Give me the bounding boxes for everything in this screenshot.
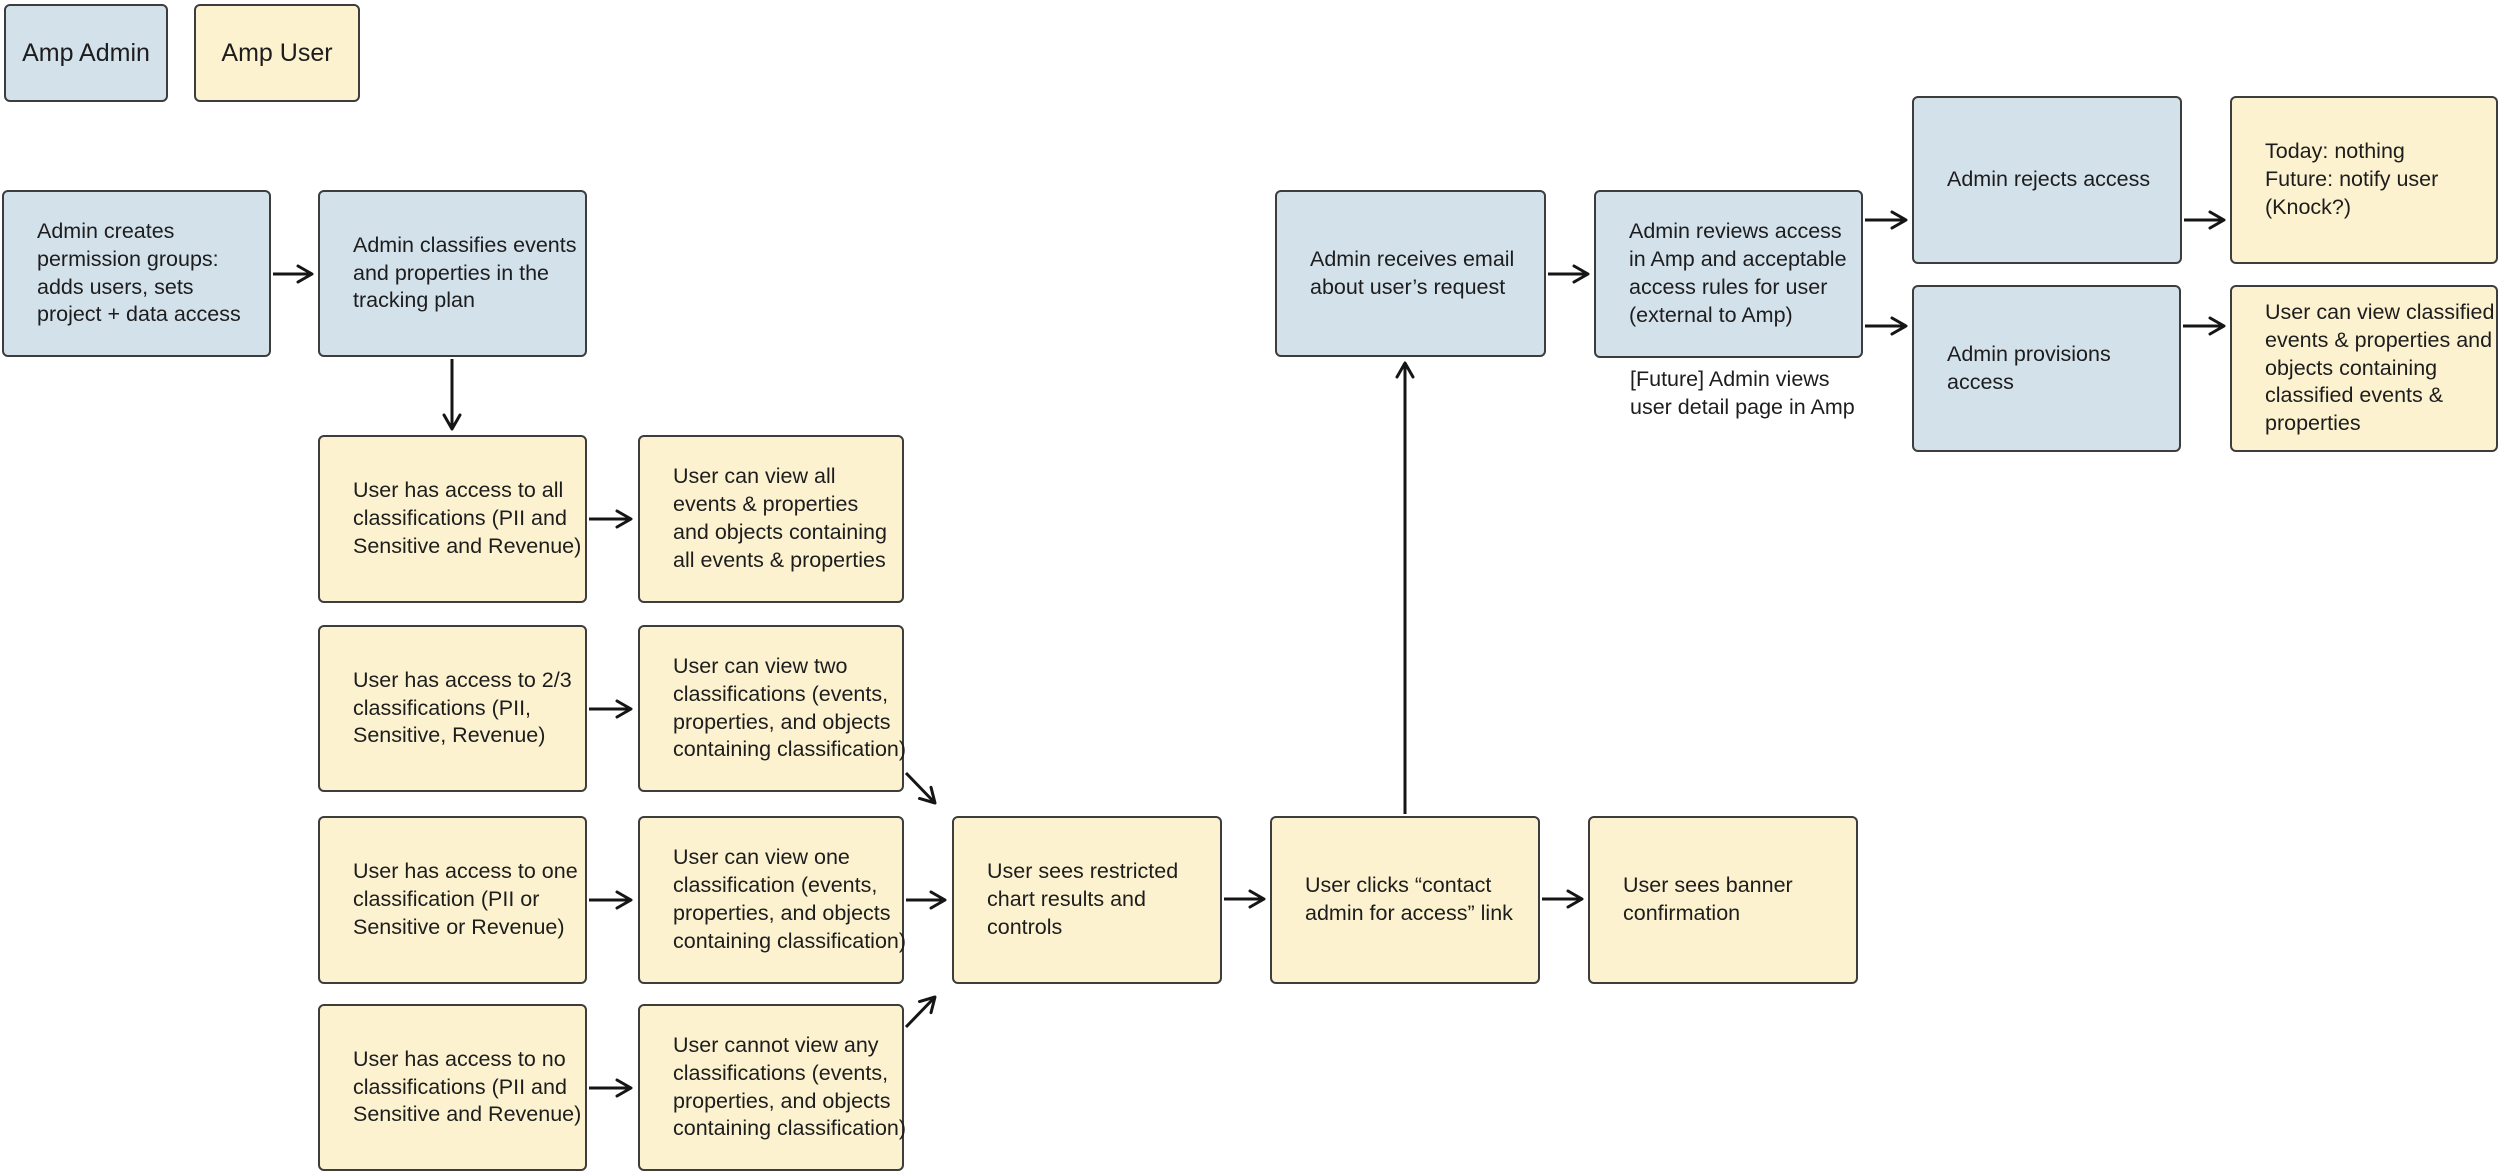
- node-user-access-two-thirds: User has access to 2/3 classifications (…: [318, 625, 587, 792]
- node-user-view-one: User can view one classification (events…: [638, 816, 907, 984]
- node-label: User can view one classification (events…: [673, 845, 907, 953]
- node-user-access-none: User has access to no classifications (P…: [318, 1004, 587, 1171]
- node-user-sees-restricted: User sees restricted chart results and c…: [952, 816, 1222, 984]
- node-label: User has access to all classifications (…: [353, 478, 582, 558]
- node-label: Admin classifies events and properties i…: [353, 232, 577, 313]
- node-label: User has access to one classification (P…: [353, 859, 578, 939]
- node-user-access-one: User has access to one classification (P…: [318, 816, 587, 984]
- connector-view-none-to-restricted: [904, 995, 937, 1029]
- node-user-access-all: User has access to all classifications (…: [318, 435, 587, 603]
- connector-view-two-to-restricted: [904, 771, 937, 805]
- node-admin-provisions-access: Admin provisions access: [1912, 285, 2181, 452]
- node-label: User cannot view any classifications (ev…: [673, 1032, 907, 1141]
- node-user-view-none: User cannot view any classifications (ev…: [638, 1004, 907, 1171]
- legend-amp-user: Amp User: [194, 4, 360, 102]
- legend-amp-admin-label: Amp Admin: [22, 38, 150, 67]
- node-label: Admin reviews access in Amp and acceptab…: [1629, 219, 1847, 327]
- node-label: User has access to 2/3 classifications (…: [353, 667, 572, 748]
- node-label: Admin provisions access: [1947, 341, 2111, 394]
- node-admin-receives-email: Admin receives email about user’s reques…: [1275, 190, 1546, 357]
- node-label: User sees restricted chart results and c…: [987, 859, 1179, 939]
- node-label: Today: nothing Future: notify user (Knoc…: [2265, 139, 2439, 219]
- legend-amp-user-label: Amp User: [221, 38, 333, 67]
- node-admin-rejects-access: Admin rejects access: [1912, 96, 2182, 264]
- future-note: [Future] Admin views user detail page in…: [1630, 367, 1855, 419]
- node-label: User has access to no classifications (P…: [353, 1046, 582, 1127]
- legend-amp-admin: Amp Admin: [4, 4, 168, 102]
- node-admin-creates-permission-groups: Admin creates permission groups: adds us…: [2, 190, 271, 357]
- node-label: Admin receives email about user’s reques…: [1310, 246, 1515, 299]
- node-user-view-all: User can view all events & properties an…: [638, 435, 904, 603]
- node-user-clicks-contact-admin: User clicks “contact admin for access” l…: [1270, 816, 1540, 984]
- node-user-view-two: User can view two classifications (event…: [638, 625, 907, 792]
- node-label: User can view classified events & proper…: [2265, 299, 2495, 436]
- node-label: User clicks “contact admin for access” l…: [1305, 873, 1513, 925]
- node-label: User can view two classifications (event…: [673, 653, 907, 762]
- node-user-view-classified: User can view classified events & proper…: [2230, 285, 2498, 452]
- node-label: User sees banner confirmation: [1623, 873, 1793, 925]
- node-label: Admin rejects access: [1947, 167, 2151, 192]
- node-admin-reviews-access: Admin reviews access in Amp and acceptab…: [1594, 190, 1863, 358]
- node-today-nothing-future-notify: Today: nothing Future: notify user (Knoc…: [2230, 96, 2498, 264]
- node-admin-classifies-events: Admin classifies events and properties i…: [318, 190, 587, 357]
- node-label: User can view all events & properties an…: [673, 464, 887, 572]
- node-label: Admin creates permission groups: adds us…: [37, 218, 241, 327]
- node-user-sees-banner: User sees banner confirmation: [1588, 816, 1858, 984]
